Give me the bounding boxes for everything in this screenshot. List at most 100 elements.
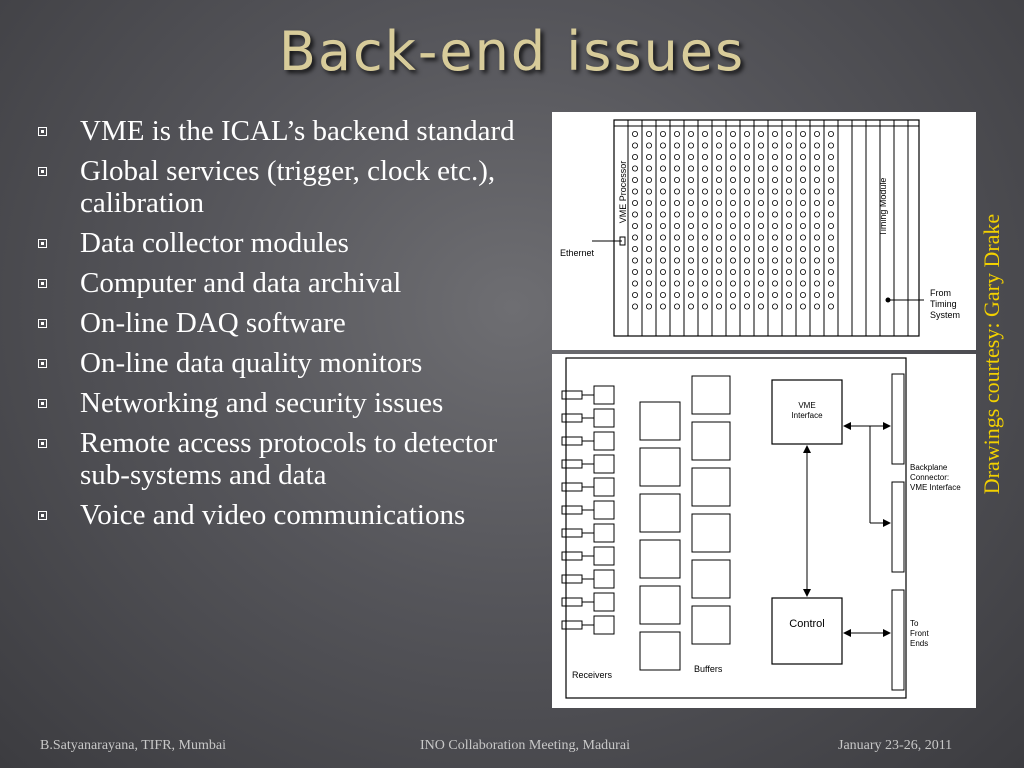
connector-pin — [757, 154, 764, 161]
connector-pin — [646, 211, 653, 218]
connector-pin — [799, 154, 806, 161]
connector-pin — [771, 291, 778, 298]
connector-pin — [701, 177, 708, 184]
connector-pin — [799, 280, 806, 287]
bullet-item: Networking and security issues — [38, 387, 538, 419]
connector-pin — [632, 291, 639, 298]
connector-pin — [757, 234, 764, 241]
connector-pin — [687, 211, 694, 218]
connector-pin — [757, 177, 764, 184]
connector-pin — [715, 130, 722, 137]
connector-pin — [646, 234, 653, 241]
connector-pin — [743, 245, 750, 252]
connector-pin — [674, 188, 681, 195]
to-front-ends-label-3: Ends — [910, 639, 928, 648]
connector-pin — [687, 188, 694, 195]
connector-pin — [632, 303, 639, 310]
connector-pin — [813, 234, 820, 241]
connector-pin — [660, 165, 667, 172]
connector-pin — [757, 130, 764, 137]
buffer-block — [691, 559, 731, 599]
connector-pin — [646, 257, 653, 264]
connector-pin — [799, 177, 806, 184]
vme-module-drawing: VME Interface Control Backplane Connecto… — [552, 354, 976, 708]
connector-pin — [813, 142, 820, 149]
connector-pin — [785, 223, 792, 230]
connector-pin — [687, 268, 694, 275]
connector-pin — [674, 142, 681, 149]
footer-event: INO Collaboration Meeting, Madurai — [420, 738, 630, 753]
connector-pin — [646, 245, 653, 252]
connector-pin — [771, 188, 778, 195]
connector-pin — [771, 154, 778, 161]
connector-pin — [632, 268, 639, 275]
square-bullet-icon — [38, 399, 47, 408]
connector-pin — [632, 188, 639, 195]
buffer-block — [691, 513, 731, 553]
connector-pin — [660, 291, 667, 298]
data-block — [639, 401, 681, 441]
connector-pin — [660, 130, 667, 137]
control-label: Control — [789, 618, 824, 630]
connector-pin — [785, 154, 792, 161]
connector-pin — [674, 200, 681, 207]
square-bullet-icon — [38, 359, 47, 368]
connector-pin — [785, 291, 792, 298]
connector-pin — [799, 130, 806, 137]
connector-pin — [757, 165, 764, 172]
connector-pin — [771, 165, 778, 172]
connector-pin — [674, 280, 681, 287]
connector-pin — [660, 200, 667, 207]
connector-pin — [827, 303, 834, 310]
connector-pin — [646, 223, 653, 230]
connector-pin — [632, 177, 639, 184]
connector-pin — [785, 234, 792, 241]
bullet-item: Global services (trigger, clock etc.), c… — [38, 155, 538, 219]
connector-pin — [646, 130, 653, 137]
connector-pin — [729, 142, 736, 149]
backplane-label-2: Connector: — [910, 473, 949, 482]
connector-pin — [660, 142, 667, 149]
connector-pin — [687, 303, 694, 310]
connector-pin — [687, 200, 694, 207]
connector-pin — [715, 200, 722, 207]
connector-pin — [757, 268, 764, 275]
connector-pin — [743, 142, 750, 149]
connector-pin — [674, 257, 681, 264]
connector-pin — [757, 200, 764, 207]
square-bullet-icon — [38, 167, 47, 176]
connector-pin — [785, 211, 792, 218]
connector-pin — [771, 130, 778, 137]
connector-pin — [687, 177, 694, 184]
connector-pin — [729, 268, 736, 275]
connector-pin — [743, 165, 750, 172]
connector-pin — [729, 154, 736, 161]
connector-pin — [827, 200, 834, 207]
bullet-list: VME is the ICAL’s backend standard Globa… — [38, 115, 538, 539]
connector-pin — [743, 234, 750, 241]
connector-pin — [660, 257, 667, 264]
vme-crate-drawing: VME Processor Timing Module Ethernet Fro… — [552, 112, 976, 350]
connector-pin — [771, 280, 778, 287]
connector-pin — [729, 291, 736, 298]
connector-pin — [799, 200, 806, 207]
bullet-item: Remote access protocols to detector sub-… — [38, 427, 538, 491]
connector-pin — [660, 268, 667, 275]
connector-pin — [729, 234, 736, 241]
connector-pin — [785, 188, 792, 195]
connector-pin — [827, 268, 834, 275]
connector-pin — [827, 165, 834, 172]
connector-pin — [827, 245, 834, 252]
from-timing-label-2: Timing — [930, 299, 957, 309]
connector-pin — [785, 142, 792, 149]
connector-pin — [757, 188, 764, 195]
connector-pin — [674, 223, 681, 230]
connector-pin — [743, 211, 750, 218]
receiver-blocks — [561, 385, 615, 635]
connector-pin — [827, 223, 834, 230]
connector-pin — [785, 245, 792, 252]
bullet-item: Data collector modules — [38, 227, 538, 259]
connector-pin — [771, 177, 778, 184]
connector-pin — [827, 177, 834, 184]
connector-pin — [757, 303, 764, 310]
